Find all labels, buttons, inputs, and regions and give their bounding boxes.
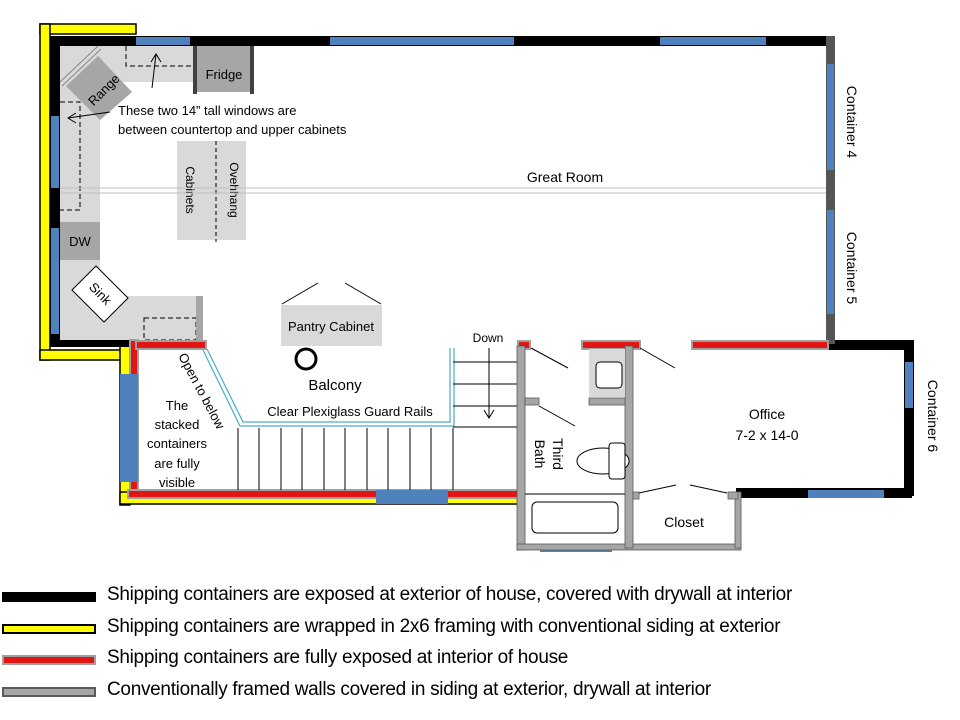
legend-swatch-red [2,655,96,665]
toilet-icon [576,442,630,480]
window-note-arrows [67,53,162,124]
office-size-label: 7-2 x 14-0 [735,427,798,443]
window [905,362,913,408]
pantry-label: Pantry Cabinet [288,319,374,334]
third-bath-label-2: Bath [532,440,548,469]
dishwasher: DW [60,222,100,260]
container-6-label: Container 6 [925,380,941,453]
fridge: Fridge [193,46,254,94]
third-bath-label-1: Third [550,438,566,470]
svg-text:are fully: are fully [154,456,200,471]
svg-text:stacked: stacked [155,417,200,432]
window [376,490,448,504]
kitchen-end-wall [196,296,203,340]
balcony-label: Balcony [308,377,362,394]
stacked-containers-note: The stacked containers are fully visible [147,398,207,490]
floor-plan: Range Fridge DW Sink These two 14” tall … [39,23,941,552]
great-room-label: Great Room [527,169,603,185]
pantry-cabinet: Pantry Cabinet [281,282,382,346]
column-icon [294,347,318,371]
window [660,37,766,45]
interior-exposed-container-walls [127,339,829,499]
closet-label: Closet [664,514,704,530]
plexiglass-guard-rails [202,348,455,427]
fridge-label: Fridge [206,67,243,82]
window [808,490,884,498]
range: Range [59,45,132,120]
guard-rails-label: Clear Plexiglass Guard Rails [267,404,433,419]
office-label: Office [749,406,786,422]
overhang-label: Ovehhang [227,162,241,217]
container-4-label: Container 4 [844,86,860,159]
svg-text:containers: containers [147,436,207,451]
legend-swatch-yellow [2,624,96,634]
legend-swatch-black [2,592,96,602]
door-swings [530,347,728,494]
toilet-tank-icon [595,361,623,389]
window [330,37,514,45]
stairs-down [453,348,518,428]
bathtub-icon [531,501,619,534]
down-label: Down [473,331,504,345]
window [120,374,138,482]
svg-text:The: The [166,398,188,413]
svg-text:visible: visible [159,475,195,490]
windows-note-line2: between countertop and upper cabinets [118,122,347,137]
window [51,116,59,188]
container-end-wall [826,36,835,344]
dw-label: DW [69,234,91,249]
sink: Sink [71,265,129,323]
windows-note-line1: These two 14” tall windows are [118,103,296,118]
window [827,210,834,314]
window [136,37,190,45]
window [827,64,834,170]
cabinets-label: Cabinets [183,166,197,213]
container-seam-line [60,187,826,194]
window [51,228,59,334]
lower-stair-treads [237,428,454,490]
island: Cabinets Ovehhang [177,141,246,242]
legend-swatch-grey [2,687,96,697]
container-5-label: Container 5 [844,232,860,305]
